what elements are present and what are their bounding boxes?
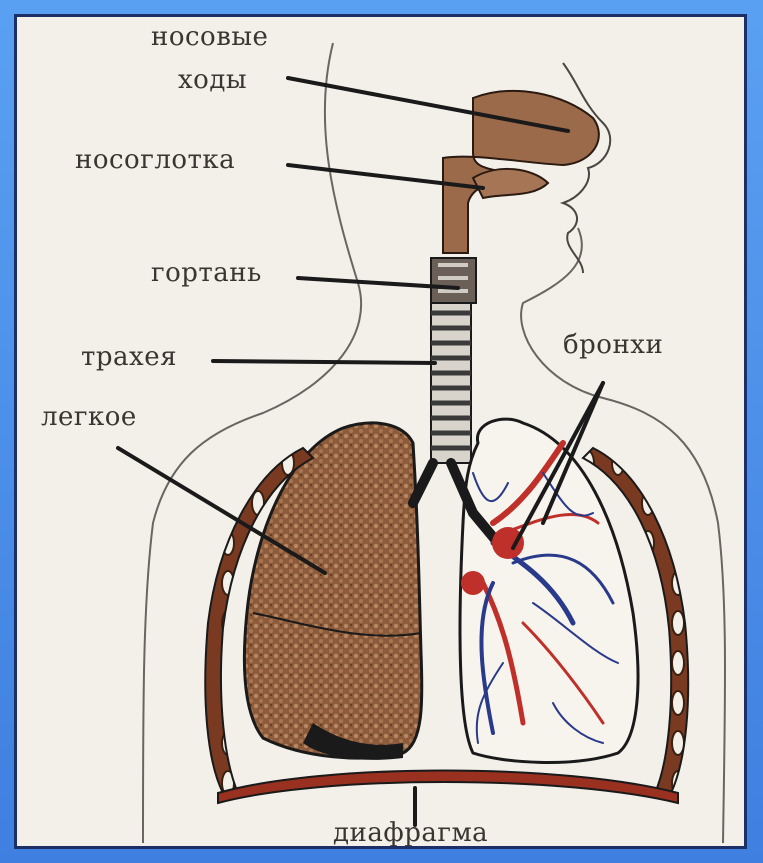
label-nasal-line1: носовые — [151, 22, 268, 52]
label-diaphragm: диафрагма — [333, 818, 488, 848]
face-profile — [563, 63, 610, 273]
diagram-panel: носовые ходы носоглотка гортань трахея б… — [14, 14, 747, 849]
label-trachea: трахея — [81, 342, 177, 372]
leader-trachea — [213, 361, 435, 363]
label-lung: легкое — [41, 402, 137, 432]
label-bronchi: бронхи — [563, 330, 663, 360]
respiratory-diagram: носовые ходы носоглотка гортань трахея б… — [17, 17, 747, 849]
trachea-shape — [431, 303, 471, 463]
label-nasal-line2: ходы — [178, 65, 247, 95]
diaphragm-shape — [218, 771, 678, 804]
nasopharynx-shape — [473, 169, 548, 198]
label-nasopharynx: носоглотка — [75, 145, 235, 175]
label-larynx: гортань — [151, 258, 262, 288]
